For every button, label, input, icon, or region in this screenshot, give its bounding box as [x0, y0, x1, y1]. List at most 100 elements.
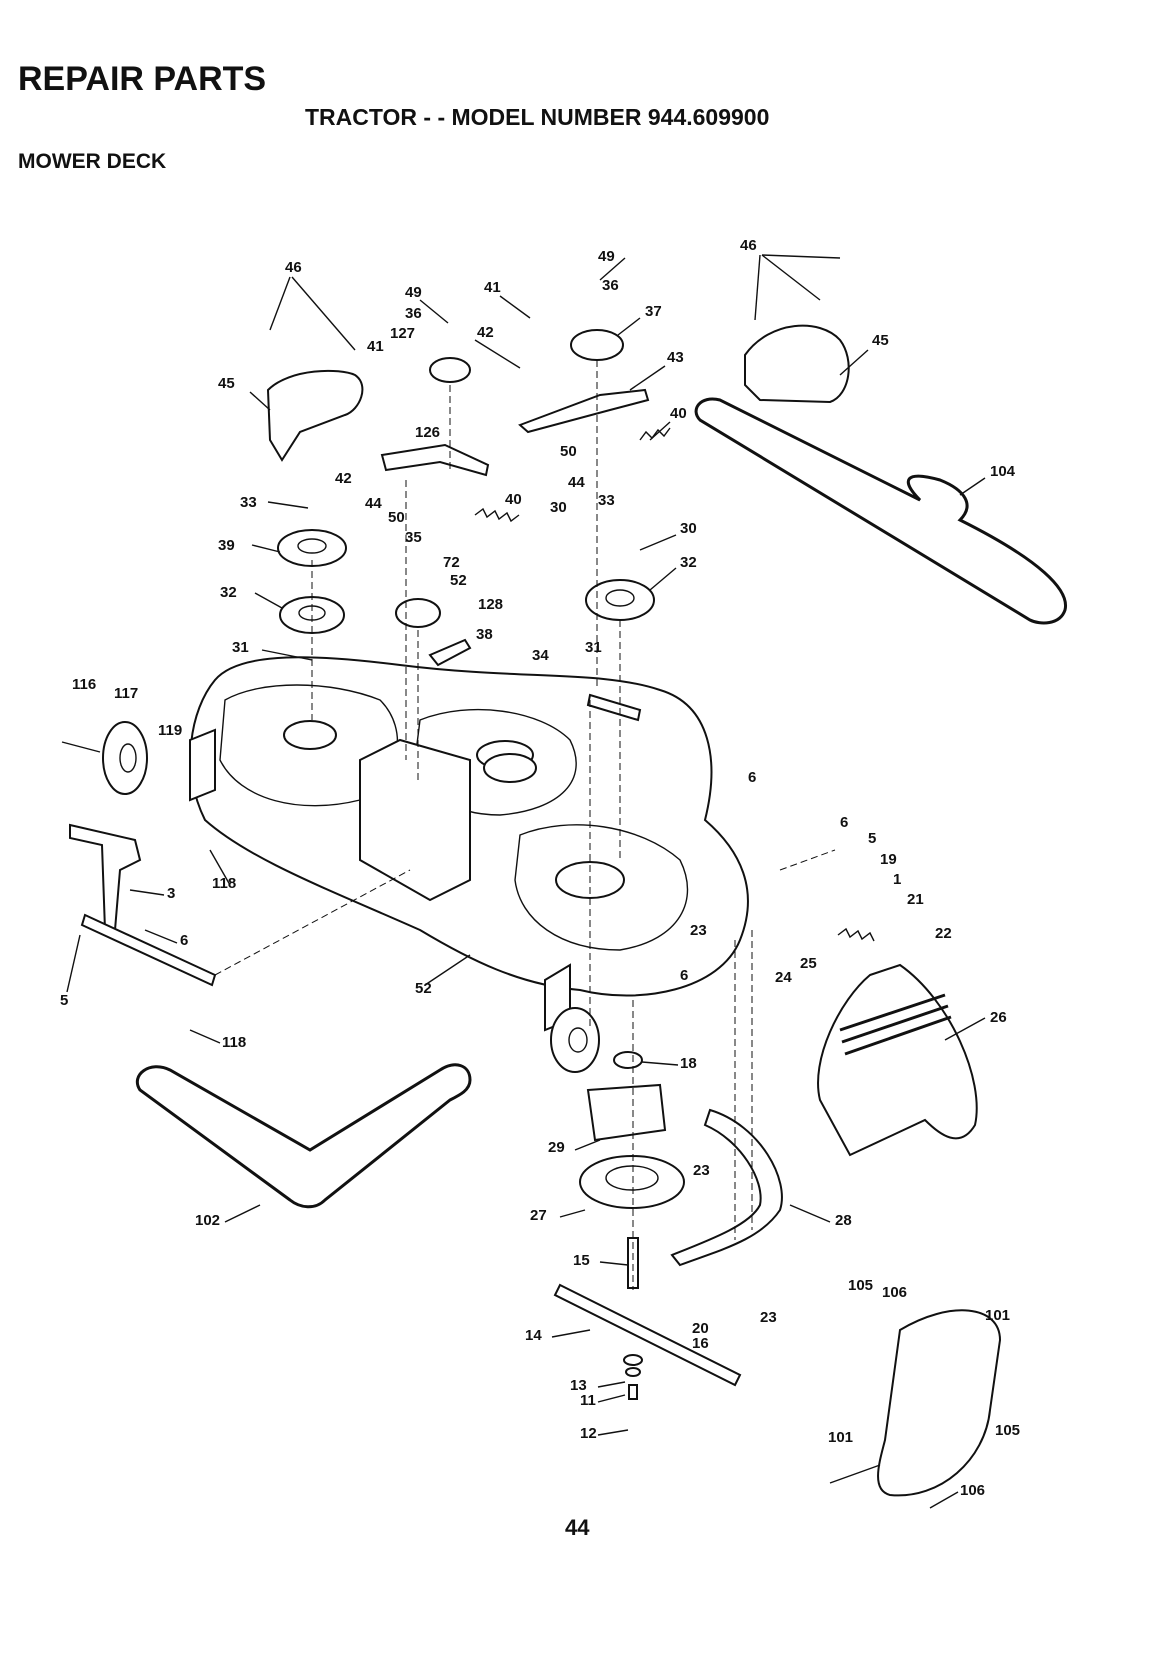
idler-arms — [380, 388, 650, 722]
callout-126: 126 — [415, 424, 440, 441]
springs — [474, 427, 875, 942]
callout-41-left: 41 — [367, 338, 384, 355]
callout-102-b: 106 — [960, 1482, 985, 1499]
callout-12: 20 — [692, 1320, 709, 1337]
callout-6: 6 — [180, 932, 188, 949]
callout-50-mid: 50 — [388, 509, 405, 526]
callout-21-c: 6 — [680, 967, 688, 984]
callout-41-top: 41 — [484, 279, 501, 296]
callout-102-a: 106 — [882, 1284, 907, 1301]
callout-45-right: 45 — [872, 332, 889, 349]
leader-lines — [66, 254, 986, 1509]
baffle — [670, 1108, 783, 1267]
mower-deck-housing — [189, 656, 749, 1032]
callout-44-left: 44 — [365, 495, 382, 512]
mulch-cover — [877, 1309, 1002, 1497]
callout-103-a: 105 — [848, 1277, 873, 1294]
callout-32-right: 32 — [680, 554, 697, 571]
callout-117: 117 — [114, 685, 138, 702]
belt-cover-left — [266, 369, 364, 462]
alignment-lines — [214, 360, 836, 1290]
callout-128: 128 — [478, 596, 503, 613]
callout-38: 38 — [476, 626, 493, 643]
callout-35: 35 — [405, 529, 422, 546]
callout-36-left: 36 — [405, 305, 422, 322]
callout-104-b: 101 — [828, 1429, 853, 1446]
discharge-chute — [817, 963, 978, 1157]
callout-8: 12 — [580, 1425, 597, 1442]
callout-34: 34 — [532, 647, 549, 664]
spindle-assembly — [553, 1051, 742, 1400]
callout-52: 52 — [450, 572, 467, 589]
callout-28: 25 — [800, 955, 817, 972]
callout-48: 102 — [195, 1212, 220, 1229]
gauge-wheel-front — [550, 1007, 600, 1073]
callout-49-left: 49 — [405, 284, 422, 301]
callout-18-a: 23 — [690, 922, 707, 939]
callout-42-left: 42 — [335, 470, 352, 487]
callout-36-right: 36 — [602, 277, 619, 294]
page-title: REPAIR PARTS — [18, 60, 267, 98]
callout-22: 5 — [868, 830, 876, 847]
callout-32-left: 32 — [220, 584, 237, 601]
callout-18-c: 23 — [760, 1309, 777, 1326]
callout-24: 1 — [893, 871, 901, 888]
callout-3: 3 — [167, 885, 175, 902]
section-heading: MOWER DECK — [18, 150, 167, 173]
callout-51: 16 — [692, 1335, 709, 1352]
callout-9: 11 — [580, 1392, 596, 1409]
callout-31-right: 31 — [585, 639, 602, 656]
callout-31-left: 31 — [232, 639, 249, 656]
callout-39: 39 — [218, 537, 235, 554]
callout-33-left: 33 — [240, 494, 257, 511]
idler-pulleys — [395, 329, 624, 783]
page-number: 44 — [565, 1515, 590, 1540]
callout-40-mid: 40 — [505, 491, 522, 508]
callout-11: 14 — [525, 1327, 542, 1344]
callout-104-a: 101 — [985, 1307, 1010, 1324]
callout-103-b: 105 — [995, 1422, 1020, 1439]
callout-5: 5 — [60, 992, 68, 1009]
callout-16: 27 — [530, 1207, 547, 1224]
belt-cover-right — [744, 324, 850, 404]
callout-46-right: 46 — [740, 237, 757, 254]
model-subtitle: TRACTOR - - MODEL NUMBER 944.609900 — [305, 104, 770, 130]
callout-23: 19 — [880, 851, 897, 868]
callout-37: 37 — [645, 303, 662, 320]
callout-26: 22 — [935, 925, 952, 942]
callout-18-b: 23 — [693, 1162, 710, 1179]
callout-46-left: 46 — [285, 259, 302, 276]
callout-72: 72 — [443, 554, 460, 571]
callout-1: 52 — [415, 980, 432, 997]
callout-33-right: 33 — [598, 492, 615, 509]
drive-belt-47 — [694, 397, 1068, 625]
callout-127: 127 — [390, 325, 415, 342]
callout-116: 116 — [72, 676, 96, 693]
callout-44-right: 44 — [568, 474, 585, 491]
callout-20: 28 — [835, 1212, 852, 1229]
callout-119: 119 — [158, 722, 182, 739]
pulley-right — [585, 579, 655, 621]
lift-link — [69, 823, 217, 987]
callout-15: 18 — [680, 1055, 697, 1072]
callout-19: 118 — [222, 1034, 246, 1051]
callout-29: 24 — [775, 969, 792, 986]
callout-49-right: 49 — [598, 248, 615, 265]
gauge-wheel-left — [61, 721, 148, 795]
callout-47: 104 — [990, 463, 1016, 480]
callout-21-b: 6 — [840, 814, 848, 831]
callout-118: 118 — [212, 875, 236, 892]
callout-25: 21 — [907, 891, 924, 908]
callout-45-left: 45 — [218, 375, 235, 392]
callout-21-a: 6 — [748, 769, 756, 786]
callout-42-top: 42 — [477, 324, 494, 341]
callout-50-top: 50 — [560, 443, 577, 460]
callout-10: 13 — [570, 1377, 587, 1394]
callout-30-left: 30 — [550, 499, 567, 516]
callout-40-right: 40 — [670, 405, 687, 422]
callout-43: 43 — [667, 349, 684, 366]
mower-belt-48 — [135, 1063, 472, 1209]
callout-14: 29 — [548, 1139, 565, 1156]
callout-27: 26 — [990, 1009, 1007, 1026]
